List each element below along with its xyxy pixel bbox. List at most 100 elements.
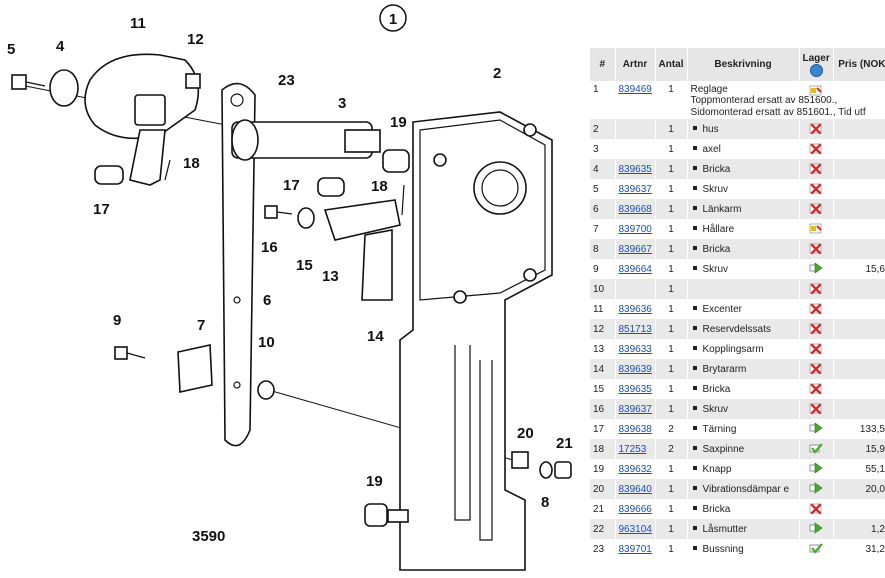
artnr-link[interactable]: 839700 bbox=[618, 223, 652, 235]
artnr-link[interactable]: 839636 bbox=[618, 303, 652, 315]
cell-lager bbox=[799, 519, 834, 539]
cell-antal: 1 bbox=[655, 81, 688, 119]
in-stock-check-icon[interactable] bbox=[809, 542, 823, 557]
out-of-stock-icon[interactable] bbox=[809, 183, 823, 197]
artnr-link[interactable]: 839667 bbox=[618, 243, 652, 255]
artnr-link[interactable]: 839666 bbox=[618, 503, 652, 515]
cell-artnr: 839635 bbox=[615, 379, 656, 399]
artnr-link[interactable]: 839640 bbox=[618, 483, 652, 495]
out-of-stock-icon[interactable] bbox=[809, 343, 823, 357]
header-antal[interactable]: Antal bbox=[655, 48, 688, 81]
out-of-stock-icon[interactable] bbox=[809, 323, 823, 337]
artnr-link[interactable]: 17253 bbox=[618, 443, 647, 455]
cell-num: 22 bbox=[590, 519, 616, 539]
cell-artnr: 839700 bbox=[615, 219, 656, 239]
out-of-stock-icon[interactable] bbox=[809, 503, 823, 517]
out-of-stock-icon[interactable] bbox=[809, 203, 823, 217]
header-artnr[interactable]: Artnr bbox=[615, 48, 656, 81]
cell-pris bbox=[833, 219, 885, 239]
cell-antal: 2 bbox=[655, 439, 688, 459]
screw-part-5 bbox=[11, 74, 46, 90]
holder-part-7 bbox=[177, 344, 213, 393]
cell-artnr: 839666 bbox=[615, 499, 656, 519]
in-stock-truck-icon[interactable] bbox=[809, 461, 823, 477]
artnr-link[interactable]: 839635 bbox=[618, 163, 652, 175]
partial-stock-icon[interactable] bbox=[809, 85, 823, 99]
out-of-stock-icon[interactable] bbox=[809, 363, 823, 377]
artnr-link[interactable]: 839668 bbox=[618, 203, 652, 215]
in-stock-truck-icon[interactable] bbox=[809, 421, 823, 437]
out-of-stock-icon[interactable] bbox=[809, 123, 823, 137]
description-text: hus bbox=[702, 123, 719, 135]
partial-stock-icon[interactable] bbox=[809, 223, 823, 237]
description-text: Skruv bbox=[702, 403, 729, 415]
artnr-link[interactable]: 839664 bbox=[618, 263, 652, 275]
out-of-stock-icon[interactable] bbox=[809, 383, 823, 397]
header-pris[interactable]: Pris (NOK) bbox=[833, 48, 885, 81]
callout-label: 19 bbox=[390, 114, 407, 131]
cell-num: 17 bbox=[590, 419, 616, 439]
header-beskrivning[interactable]: Beskrivning bbox=[687, 48, 800, 81]
out-of-stock-icon[interactable] bbox=[809, 243, 823, 257]
artnr-link[interactable]: 963104 bbox=[618, 523, 652, 535]
globe-icon[interactable] bbox=[809, 63, 823, 77]
bullet-icon bbox=[692, 166, 697, 171]
artnr-link[interactable]: 851713 bbox=[618, 323, 652, 335]
artnr-link[interactable]: 839637 bbox=[618, 403, 652, 415]
out-of-stock-icon[interactable] bbox=[809, 283, 823, 297]
artnr-link[interactable]: 839639 bbox=[618, 363, 652, 375]
out-of-stock-icon[interactable] bbox=[809, 143, 823, 157]
out-of-stock-icon[interactable] bbox=[809, 163, 823, 177]
washer-part-15 bbox=[297, 207, 315, 229]
header-lager-label: Lager bbox=[802, 52, 830, 64]
eccentric-part bbox=[84, 53, 200, 186]
cell-artnr: 839637 bbox=[615, 399, 656, 419]
in-stock-check-icon[interactable] bbox=[809, 442, 823, 457]
artnr-link[interactable]: 839632 bbox=[618, 463, 652, 475]
cell-antal: 1 bbox=[655, 279, 688, 299]
artnr-link[interactable]: 839635 bbox=[618, 383, 652, 395]
cell-antal: 1 bbox=[655, 259, 688, 279]
in-stock-truck-icon[interactable] bbox=[809, 261, 823, 277]
in-stock-truck-icon[interactable] bbox=[809, 481, 823, 497]
description-text: Bricka bbox=[702, 243, 731, 255]
out-of-stock-icon[interactable] bbox=[809, 403, 823, 417]
artnr-link[interactable]: 839638 bbox=[618, 423, 652, 435]
header-num[interactable]: # bbox=[590, 48, 616, 81]
in-stock-truck-icon[interactable] bbox=[809, 521, 823, 537]
callout-label: 17 bbox=[283, 177, 300, 194]
out-of-stock-icon[interactable] bbox=[809, 303, 823, 317]
description-text: Bricka bbox=[702, 163, 731, 175]
knob-part-19 bbox=[382, 149, 410, 173]
cell-pris bbox=[833, 179, 885, 199]
artnr-link[interactable]: 839469 bbox=[618, 84, 652, 95]
artnr-link[interactable]: 839701 bbox=[618, 543, 652, 555]
header-lager[interactable]: Lager bbox=[799, 48, 834, 81]
table-header-row: # Artnr Antal Beskrivning Lager Pris (NO… bbox=[590, 48, 885, 81]
artnr-link[interactable]: 839637 bbox=[618, 183, 652, 195]
artnr-link[interactable]: 839633 bbox=[618, 343, 652, 355]
